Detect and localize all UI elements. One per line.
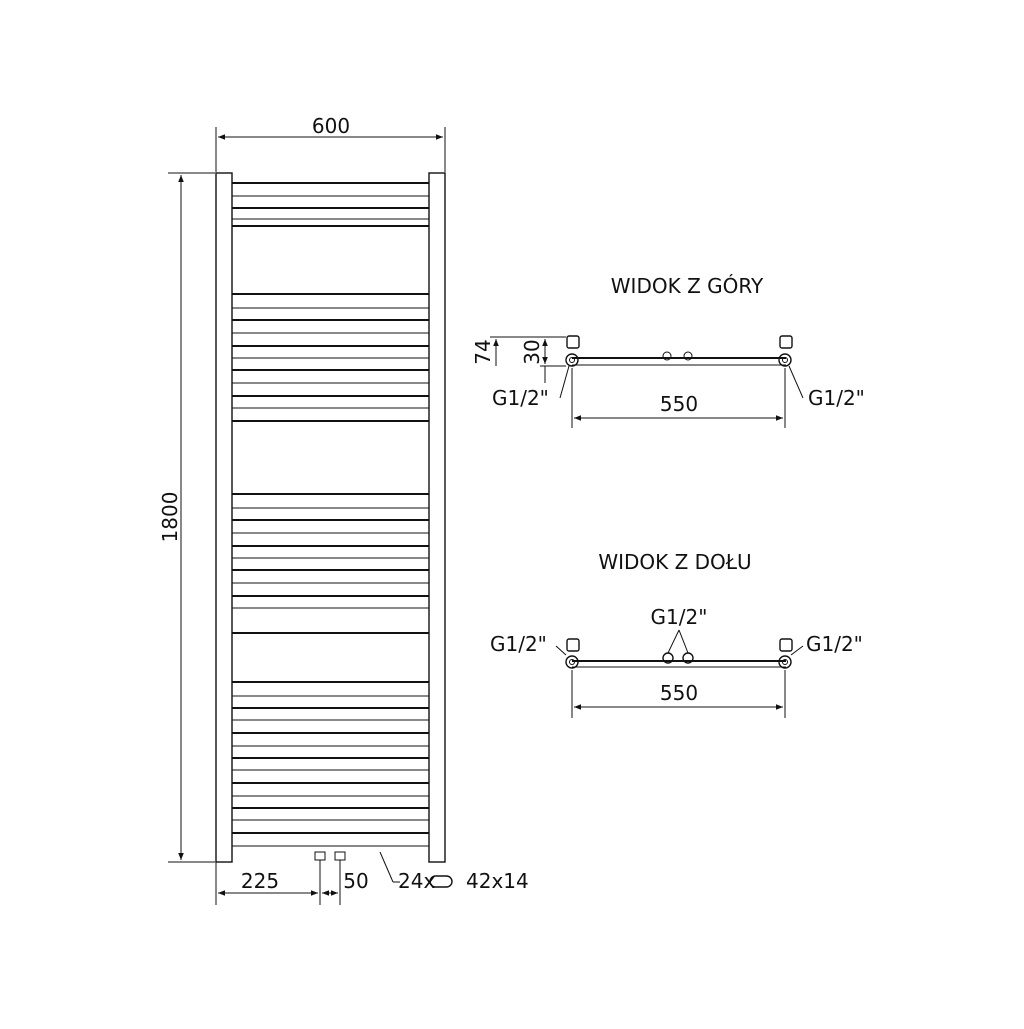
- spacing-dimension: 50: [322, 869, 369, 896]
- bottom-left-connection: G1/2": [490, 632, 547, 656]
- bottom-pipes: [314, 851, 346, 905]
- offset-dimension: 225: [215, 862, 318, 905]
- bottom-view: WIDOK Z DOŁU G1/2" G1/2" G1/2" 550: [490, 550, 863, 718]
- right-post: [428, 172, 446, 863]
- tube-count-label: 24x: [398, 869, 435, 893]
- top-width-label: 550: [660, 392, 698, 416]
- top-left-connection: G1/2": [492, 386, 549, 410]
- height-label: 1800: [158, 492, 182, 543]
- bottom-view-title: WIDOK Z DOŁU: [598, 550, 751, 574]
- bottom-width-label: 550: [660, 681, 698, 705]
- width-dimension: 600: [215, 114, 446, 172]
- front-view: 600 1800 225 50: [158, 114, 529, 905]
- tube-profile-icon: [429, 875, 453, 888]
- top-right-connection: G1/2": [808, 386, 865, 410]
- width-label: 600: [312, 114, 350, 138]
- tube-group: [232, 182, 429, 847]
- top-view-title: WIDOK Z GÓRY: [611, 274, 764, 298]
- top-view: WIDOK Z GÓRY 74 30 G1/2" G1/2" 550: [471, 274, 865, 428]
- depth-label: 74: [471, 339, 495, 364]
- bottom-center-connection: G1/2": [651, 605, 708, 629]
- spacing-label: 50: [343, 869, 368, 893]
- offset-label: 225: [241, 869, 279, 893]
- bottom-right-connection: G1/2": [806, 632, 863, 656]
- height-dimension: 1800: [158, 172, 215, 863]
- tube-size-label: 42x14: [466, 869, 529, 893]
- tube-callout: 24x 42x14: [379, 851, 529, 893]
- left-post: [215, 172, 233, 863]
- offset-30-label: 30: [520, 339, 544, 364]
